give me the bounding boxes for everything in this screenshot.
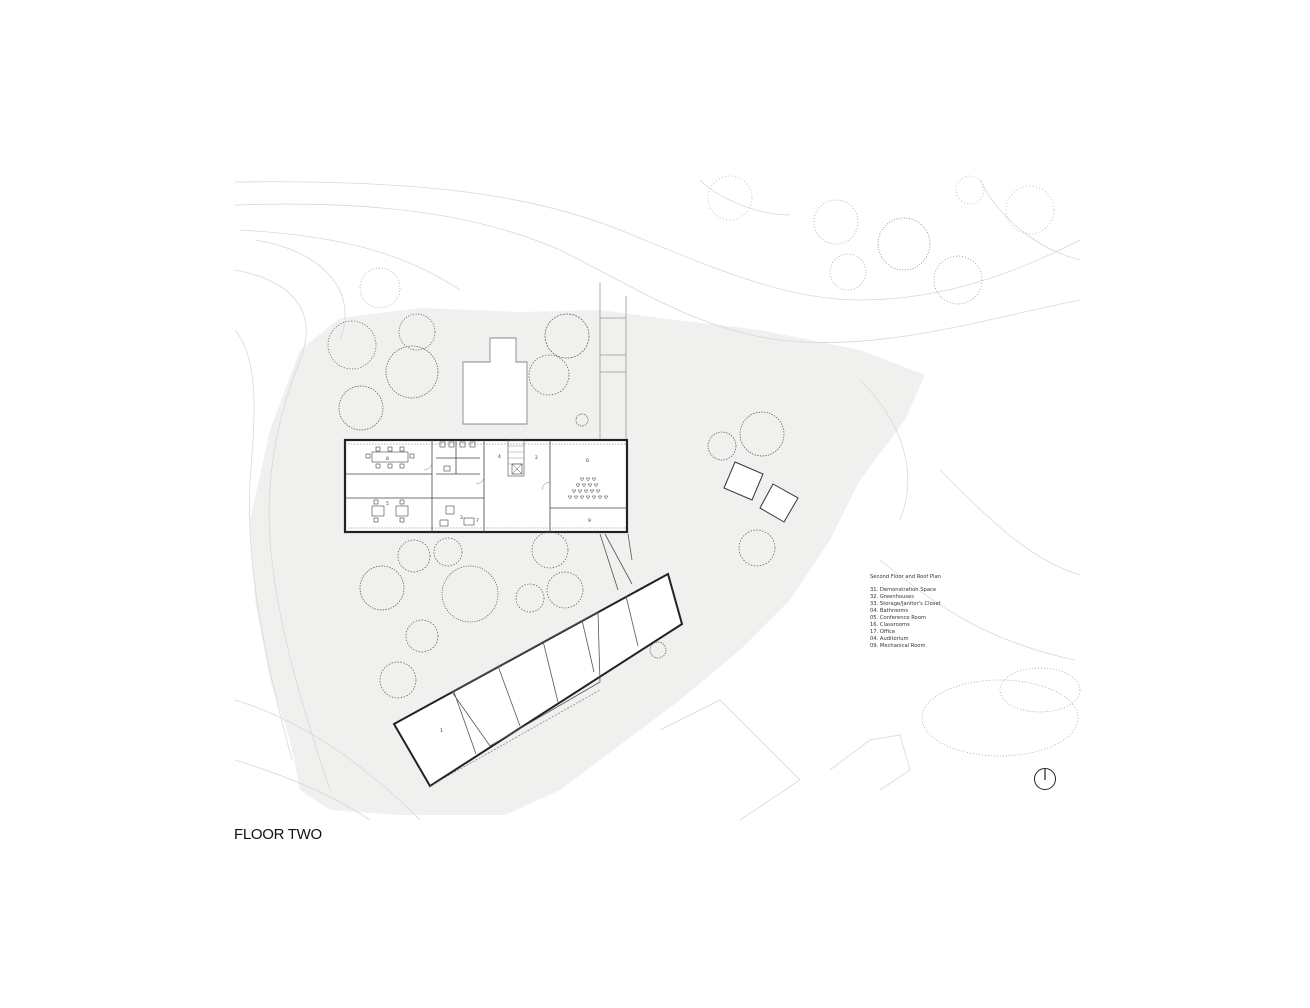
- site-ground: [250, 308, 925, 815]
- room-label: 3: [460, 515, 463, 521]
- plan-legend: Second Floor and Roof Plan 31. Demonstra…: [870, 574, 941, 650]
- legend-item: 09. Mechanical Room: [870, 643, 926, 649]
- lower-angled-wing: [392, 533, 684, 788]
- legend-item: 04. Bathrooms: [870, 608, 909, 614]
- legend-item: 16. Classrooms: [870, 622, 910, 628]
- upper-building-block: [343, 438, 629, 534]
- room-label: 4: [498, 454, 501, 460]
- room-label: 2: [535, 455, 538, 461]
- road-lines: [599, 282, 627, 440]
- legend-item: 32. Greenhouses: [870, 594, 914, 600]
- room-label: 9: [588, 518, 591, 524]
- legend-item: 04. Auditorium: [870, 636, 909, 642]
- contour-lines: [234, 179, 1081, 821]
- room-label: 5: [386, 501, 389, 507]
- room-label: 6: [586, 458, 589, 464]
- existing-house-footprint: [462, 337, 528, 425]
- legend-title: Second Floor and Roof Plan: [870, 574, 941, 580]
- site-pavilions: [723, 461, 799, 523]
- legend-item: 31. Demonstration Space: [870, 587, 937, 593]
- room-label: 7: [476, 518, 479, 524]
- legend-item: 17. Office: [870, 629, 896, 635]
- room-label: 1: [440, 728, 443, 734]
- room-label: 8: [386, 456, 389, 462]
- legend-item: 33. Storage/Janitor's Closet: [870, 601, 941, 607]
- north-arrow-icon: [1034, 768, 1056, 790]
- floor-title: FLOOR TWO: [234, 826, 322, 843]
- legend-item: 05. Conference Room: [870, 615, 926, 621]
- landscape-trees: [327, 175, 1081, 757]
